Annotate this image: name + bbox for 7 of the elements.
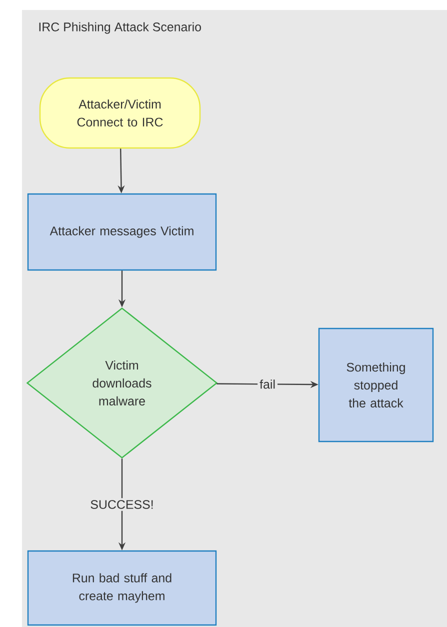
process-box: Attacker messages Victim (27, 193, 217, 271)
process-box: Something stopped the attack (318, 328, 434, 442)
edge-label: fail (258, 378, 278, 391)
diagram-title: IRC Phishing Attack Scenario (39, 22, 201, 34)
terminal-box: Attacker/Victim Connect to IRC (39, 77, 201, 149)
process-box: Run bad stuff and create mayhem (27, 550, 217, 626)
edge-label: SUCCESS! (88, 498, 156, 511)
